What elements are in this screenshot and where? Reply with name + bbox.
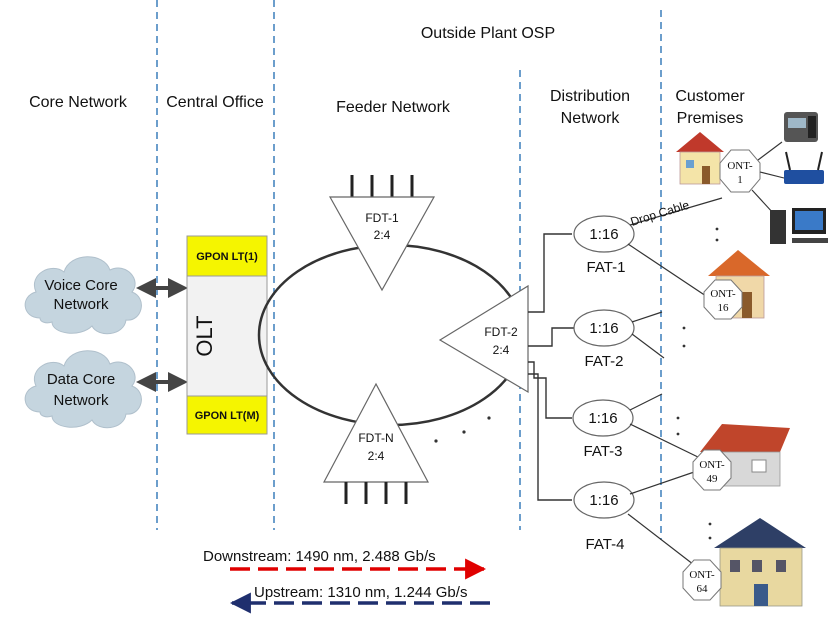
fat-2-name: FAT-2: [585, 353, 624, 370]
fat-1-name: FAT-1: [587, 259, 626, 276]
voice-core-cloud: Voice Core Network: [24, 256, 142, 335]
fdt-2-splitter: FDT-2 2:4: [438, 284, 529, 394]
telephone-icon: [784, 112, 818, 142]
fdt-1-triangle: [328, 196, 436, 292]
header-central-office: Central Office: [166, 94, 264, 111]
header-core-network: Core Network: [29, 94, 128, 111]
cloud-icon: [24, 256, 142, 335]
ont-16-octagon: ONT- 16: [703, 279, 743, 320]
router-icon: [784, 151, 824, 184]
fat-4-name: FAT-4: [586, 536, 625, 553]
header-distribution-line1: Distribution: [550, 88, 630, 105]
computer-icon: [770, 208, 828, 244]
fdt-1-splitter: FDT-1 2:4: [328, 175, 436, 292]
ont-49-label-line2: 49: [707, 473, 719, 485]
fdt-n-ratio: 2:4: [368, 449, 385, 463]
ont-64-label-line2: 64: [697, 583, 709, 595]
ont-16-label-line1: ONT-: [710, 288, 736, 300]
house-64-icon: [714, 518, 806, 607]
olt-box: GPON LT(1) GPON LT(M) OLT: [186, 235, 268, 435]
downstream-label: Downstream: 1490 nm, 2.488 Gb/s: [203, 548, 436, 565]
fat-2-ratio: 1:16: [589, 320, 618, 337]
fdt-n-name: FDT-N: [358, 431, 393, 445]
fat-3-name: FAT-3: [584, 443, 623, 460]
ont-16-label-line2: 16: [718, 302, 730, 314]
distribution-lines: [528, 233, 574, 501]
data-core-cloud: Data Core Network: [24, 350, 142, 429]
fat-3-ratio: 1:16: [588, 410, 617, 427]
fdt-2-ratio: 2:4: [493, 343, 510, 357]
house-1-icon: [676, 132, 724, 185]
drop-cables: [627, 197, 723, 569]
header-customer-line2: Premises: [677, 110, 744, 127]
fat-4-ratio: 1:16: [589, 492, 618, 509]
ont-49-label-line1: ONT-: [699, 459, 725, 471]
fat-4: 1:16 FAT-4: [573, 481, 635, 553]
voice-core-label-line1: Voice Core: [44, 277, 117, 294]
header-distribution-line2: Network: [561, 110, 621, 127]
ont-64-label-line1: ONT-: [689, 569, 715, 581]
fdt-2-name: FDT-2: [484, 325, 518, 339]
ont-1-label-line2: 1: [737, 174, 743, 186]
fdt-1-name: FDT-1: [365, 211, 399, 225]
gpon-lt-bottom-card: [186, 395, 268, 435]
data-core-label-line1: Data Core: [47, 371, 115, 388]
ont-1-octagon: ONT- 1: [719, 149, 761, 193]
fat-1: 1:16 FAT-1: [573, 215, 635, 276]
fat-3: 1:16 FAT-3: [572, 399, 634, 460]
header-osp: Outside Plant OSP: [421, 25, 555, 42]
fdt-n-triangle: [323, 382, 429, 483]
drop-cable-label: Drop Cable: [629, 198, 691, 229]
fdt-1-ratio: 2:4: [374, 228, 391, 242]
olt-label: OLT: [192, 315, 217, 356]
upstream-legend: Upstream: 1310 nm, 1.244 Gb/s: [229, 584, 490, 614]
fat-1-ratio: 1:16: [589, 226, 618, 243]
gpon-lt-top-card: [186, 235, 268, 277]
ont-1-label-line1: ONT-: [727, 160, 753, 172]
more-fdts-dots: [434, 416, 491, 443]
upstream-label: Upstream: 1310 nm, 1.244 Gb/s: [254, 584, 467, 601]
voice-core-label-line2: Network: [53, 296, 109, 313]
fat-2: 1:16 FAT-2: [573, 309, 635, 370]
ont-49-octagon: ONT- 49: [692, 449, 732, 491]
cloud-icon: [24, 350, 142, 429]
data-core-label-line2: Network: [53, 392, 109, 409]
fdt-2-triangle: [438, 284, 529, 394]
fdt-n-splitter: FDT-N 2:4: [323, 382, 429, 504]
ont-64-octagon: ONT- 64: [682, 559, 722, 601]
header-customer-line1: Customer: [675, 88, 745, 105]
gpon-lt-top-label: GPON LT(1): [196, 251, 258, 263]
gpon-lt-bottom-label: GPON LT(M): [195, 410, 260, 422]
more-subscribers-dots: [676, 227, 719, 540]
downstream-legend: Downstream: 1490 nm, 2.488 Gb/s: [203, 548, 487, 580]
header-feeder-network: Feeder Network: [336, 99, 451, 116]
